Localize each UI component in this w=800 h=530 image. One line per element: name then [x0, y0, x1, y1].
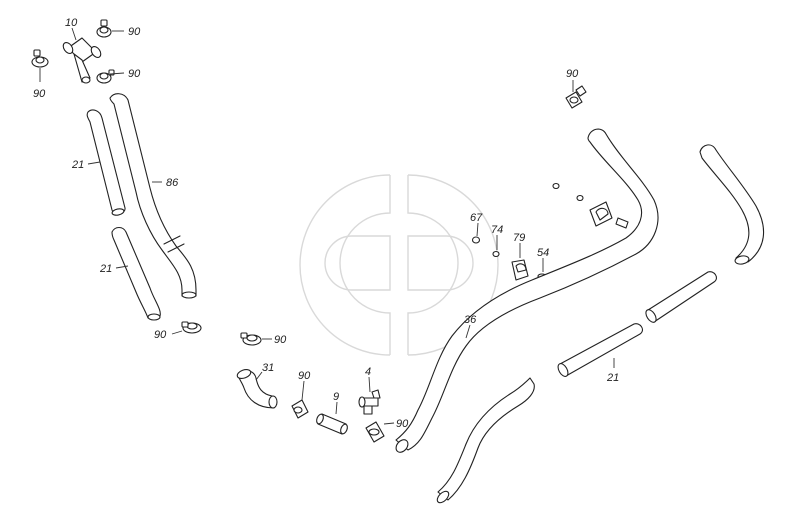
callout-74: 74: [491, 224, 503, 236]
callout-31: 31: [262, 362, 274, 374]
callout-21-upper: 21: [71, 159, 84, 171]
fitting-part[interactable]: [358, 389, 381, 415]
callout-54: 54: [537, 247, 549, 259]
hose-clamp-part[interactable]: [96, 69, 115, 84]
callout-90-small: 90: [298, 370, 311, 382]
bracket-part[interactable]: [511, 259, 529, 281]
t-connector-part[interactable]: [61, 37, 102, 84]
callout-90-top: 90: [128, 26, 141, 38]
hose-part[interactable]: [109, 93, 197, 299]
hose-clamp-part[interactable]: [96, 19, 112, 38]
long-hose-part[interactable]: [394, 128, 659, 455]
callout-9: 9: [333, 391, 339, 403]
hose-clamp-part[interactable]: [291, 399, 309, 419]
nut-part[interactable]: [492, 250, 500, 258]
bolt-part[interactable]: [615, 217, 629, 229]
hose-part[interactable]: [111, 226, 161, 321]
hose-clamp-part[interactable]: [31, 49, 49, 68]
hose-clamp-part[interactable]: [181, 321, 202, 334]
hose-clamp-part[interactable]: [365, 421, 385, 443]
pipe-part[interactable]: [315, 413, 348, 435]
callout-4: 4: [365, 366, 371, 378]
callout-86: 86: [166, 177, 179, 189]
hose-part[interactable]: [699, 144, 765, 265]
hose-part[interactable]: [86, 109, 126, 216]
callout-90-left: 90: [33, 88, 46, 100]
grommet-part[interactable]: [471, 236, 481, 244]
callout-21-lower: 21: [99, 263, 112, 275]
callout-90-low-left: 90: [154, 329, 167, 341]
callout-67: 67: [470, 212, 483, 224]
hose-part[interactable]: [556, 323, 643, 378]
bracket-part[interactable]: [589, 201, 613, 227]
leader-lines: [39, 27, 615, 425]
callout-79: 79: [513, 232, 525, 244]
callout-90-right: 90: [566, 68, 579, 80]
grommet-part[interactable]: [576, 194, 584, 202]
callout-90-fitting: 90: [396, 418, 409, 430]
hose-part[interactable]: [644, 271, 717, 324]
callout-90-mid: 90: [274, 334, 287, 346]
callout-21-right: 21: [606, 372, 619, 384]
callout-10: 10: [65, 17, 78, 29]
hose-clamp-part[interactable]: [240, 332, 262, 346]
hose-clamp-part[interactable]: [565, 85, 587, 109]
grommet-part[interactable]: [552, 182, 560, 190]
callout-90-clamp: 90: [128, 68, 141, 80]
callout-labels: 10 90 90 90 21 86 21 90 90 31 90 9 4 90 …: [33, 17, 619, 430]
hose-part[interactable]: [435, 377, 535, 505]
callout-36: 36: [464, 314, 477, 326]
elbow-hose-part[interactable]: [236, 368, 278, 409]
